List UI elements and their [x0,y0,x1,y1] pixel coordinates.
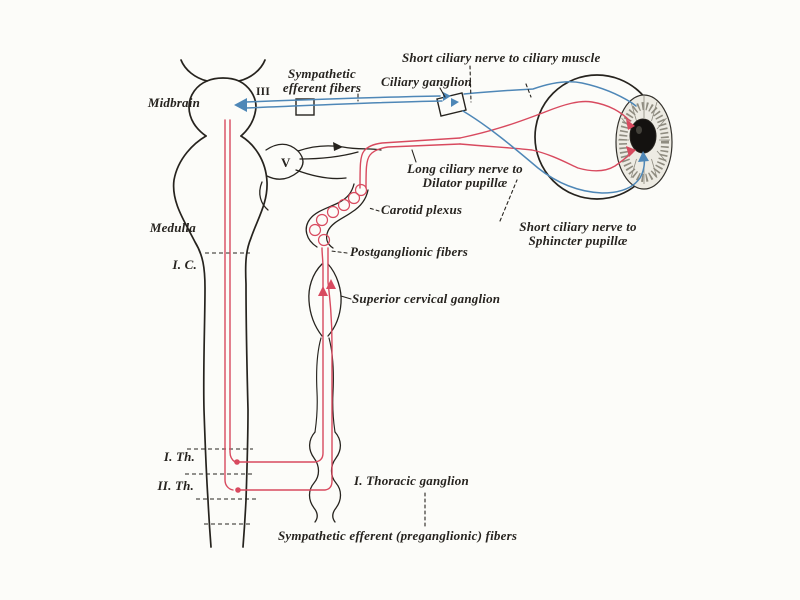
leader-superior-cervical [340,295,352,300]
trigeminal-ganglion-outline [265,143,304,180]
red-cell-dot-iith [235,487,241,493]
cord-right-edge [240,135,268,548]
cord-level-lines [185,252,256,525]
label-midbrain: Midbrain [147,95,200,110]
trigeminal-branch-2 [299,151,359,160]
sympathetic-trunk [305,183,369,523]
red-long-ciliary-lower [459,143,633,172]
label-sympathetic-preganglionic-fibers: Sympathetic efferent (preganglionic) fib… [278,528,518,543]
blue-arrow-pupil [638,151,649,162]
leader-short-ciliary-muscle [469,65,472,103]
label-cervical-level-ic: I. C. [172,257,197,272]
midbrain-horn-left [180,59,208,82]
cord-left-edge [172,135,212,548]
leader-postganglionic [330,250,348,254]
carotid-plexus-coil [308,183,368,247]
eyeball [534,74,673,200]
iris-radial-lines [618,96,670,184]
blue-short-ciliary-muscle [463,81,637,107]
blue-strand-lower [244,100,443,109]
label-thoracic-level-1: I. Th. [163,449,195,464]
label-sympathetic-efferent-line1: Sympathetic [288,66,356,81]
iris-stipple-ring [619,102,669,182]
label-superior-cervical-ganglion: Superior cervical ganglion [352,291,501,306]
label-long-ciliary-line2: Dilator pupillæ [422,175,508,191]
blue-short-ciliary-sphincter [462,110,646,194]
blue-arrow-midbrain [234,98,247,112]
red-iith-to-plexus [237,247,333,491]
red-cell-dot-ith [234,459,240,465]
leader-carotid-plexus [368,207,380,212]
label-carotid-plexus: Carotid plexus [381,202,463,217]
label-long-ciliary-line1: Long ciliary nerve to [407,161,523,176]
label-sympathetic-efferent-line2: efferent fibers [282,80,362,96]
red-arrow-pupil-upper [626,119,635,130]
label-sympathetic-efferent-fibers: Sympathetic efferent fibers [268,66,376,96]
label-short-ciliary-nerve-sphincter: Short ciliary nerve to Sphincter pupillæ [503,219,653,249]
label-sphincter-line1: Short ciliary nerve to [519,219,637,234]
leader-lines [330,65,532,530]
oculomotor-root-sleeve [295,98,315,116]
label-postganglionic-fibers: Postganglionic fibers [350,244,468,259]
label-first-thoracic-ganglion: I. Thoracic ganglion [354,473,469,488]
label-cranial-nerve-v: V [281,155,291,170]
superior-cervical-ganglion-outline [308,263,342,337]
thoracic-chain-outline [308,431,342,523]
blue-arrow-ganglion-1 [443,92,451,101]
red-cord-strand-2 [224,119,234,491]
oculomotor-pathway-blue [234,81,649,194]
label-sphincter-line2: Sphincter pupillæ [528,233,628,249]
trigeminal-ganglion-and-branches [259,142,382,211]
red-ith-to-plexus [236,247,324,463]
leader-ciliary-ganglion [439,87,446,98]
blue-arrow-ganglion-2 [451,98,459,107]
trigeminal-branch-4 [259,181,269,211]
label-short-ciliary-nerve-ciliary-muscle: Short ciliary nerve to ciliary muscle [402,50,601,65]
red-carotid-ascending-1 [359,137,461,189]
leader-sphincter [499,179,518,222]
red-carotid-ascending-2 [365,143,461,189]
midbrain-horn-right [238,59,266,82]
pupil [629,118,657,154]
trigeminal-branch-3 [295,169,347,180]
leader-long-ciliary [411,149,417,163]
sympathetic-pathway-red [224,100,636,493]
pupil-highlight [636,126,642,134]
red-long-ciliary-upper [459,100,631,139]
label-cranial-nerve-iii: III [256,86,271,98]
trigeminal-branch-arrow [333,142,343,151]
red-arrow-pupil-lower [626,146,636,157]
red-arrow-ganglion-2 [326,279,336,289]
red-cord-strand-1 [229,119,236,463]
leader-short-ciliary-muscle-2 [525,83,532,98]
label-thoracic-level-2: II. Th. [157,478,194,493]
label-medulla: Medulla [149,220,196,235]
red-arrow-ganglion-1 [318,286,328,296]
label-ciliary-ganglion: Ciliary ganglion [381,74,472,89]
label-long-ciliary-nerve-dilator: Long ciliary nerve to Dilator pupillæ [392,161,538,191]
blue-strand-upper [244,95,441,103]
